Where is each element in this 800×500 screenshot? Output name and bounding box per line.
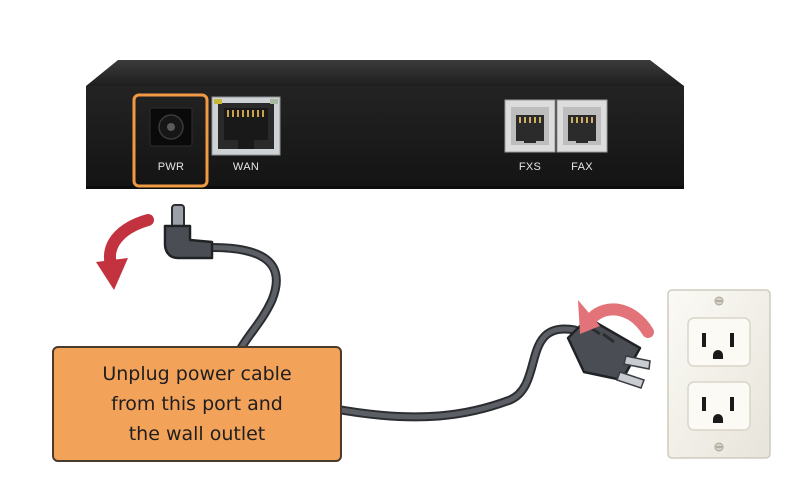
fax-port[interactable] — [556, 99, 608, 153]
fxs-port[interactable] — [504, 99, 556, 153]
fax-port-label: FAX — [571, 161, 593, 173]
power-port[interactable] — [149, 107, 193, 147]
unplug-arrow-right-icon — [578, 300, 654, 338]
device-top-surface — [86, 60, 684, 86]
power-port-highlight — [132, 93, 209, 188]
fxs-port-label: FXS — [518, 161, 542, 173]
instruction-callout: Unplug power cable from this port and th… — [52, 346, 342, 462]
wan-port-label: WAN — [232, 161, 260, 173]
instruction-text: Unplug power cable from this port and th… — [88, 359, 305, 449]
pwr-port-label: PWR — [157, 161, 185, 173]
instruction-line-1: Unplug power cable — [102, 363, 292, 385]
wall-outlet-icon — [667, 289, 771, 459]
wan-led-left — [214, 99, 222, 104]
wan-port[interactable] — [211, 96, 281, 156]
wan-led-right — [270, 99, 278, 104]
voip-adapter-device — [86, 60, 684, 189]
wall-plug-icon — [566, 316, 651, 389]
instruction-line-2: from this port and — [111, 393, 283, 415]
unplug-arrow-left-icon — [96, 214, 154, 290]
instruction-line-3: the wall outlet — [128, 423, 266, 445]
dc-plug-icon — [163, 204, 214, 260]
